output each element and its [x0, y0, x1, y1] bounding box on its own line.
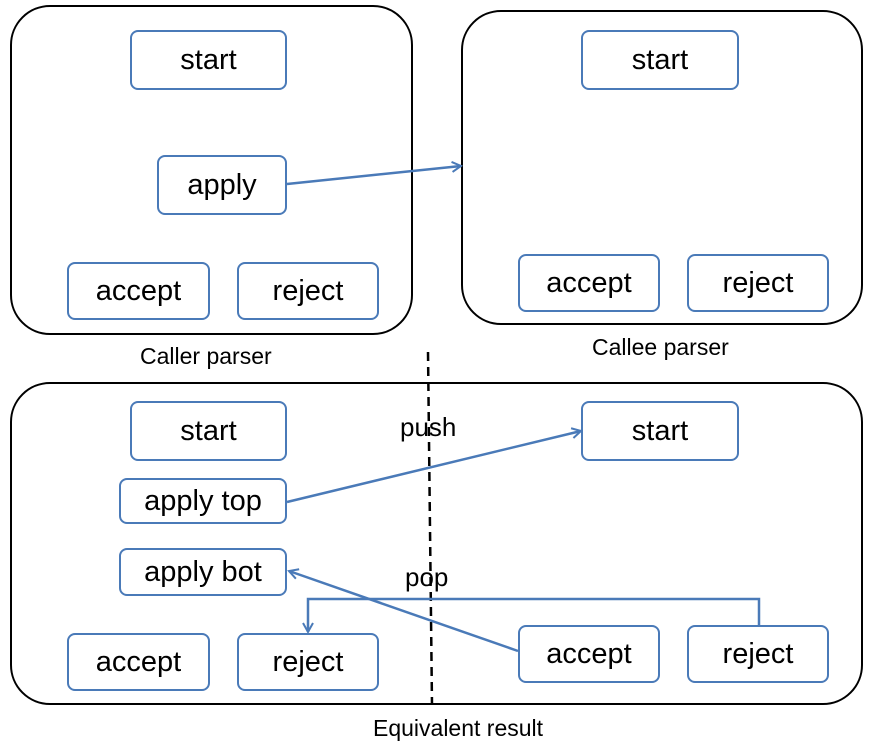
equivalent-result-caption: Equivalent result	[373, 715, 544, 741]
callee-parser-caption: Callee parser	[592, 334, 729, 360]
callee-accept-node: accept	[518, 254, 660, 312]
push-label: push	[400, 412, 457, 442]
caller-accept-node: accept	[67, 262, 210, 320]
pop-label: pop	[405, 562, 449, 592]
callee-start-node: start	[581, 30, 739, 90]
result-apply-top-node: apply top	[119, 478, 287, 524]
result-left-accept-node: accept	[67, 633, 210, 691]
result-left-reject-node: reject	[237, 633, 379, 691]
result-right-accept-node: accept	[518, 625, 660, 683]
caller-start-node: start	[130, 30, 287, 90]
result-left-start-node: start	[130, 401, 287, 461]
caller-parser-caption: Caller parser	[140, 343, 272, 369]
callee-reject-node: reject	[687, 254, 829, 312]
result-apply-bot-node: apply bot	[119, 548, 287, 596]
caller-apply-node: apply	[157, 155, 287, 215]
result-right-reject-node: reject	[687, 625, 829, 683]
caller-reject-node: reject	[237, 262, 379, 320]
result-right-start-node: start	[581, 401, 739, 461]
